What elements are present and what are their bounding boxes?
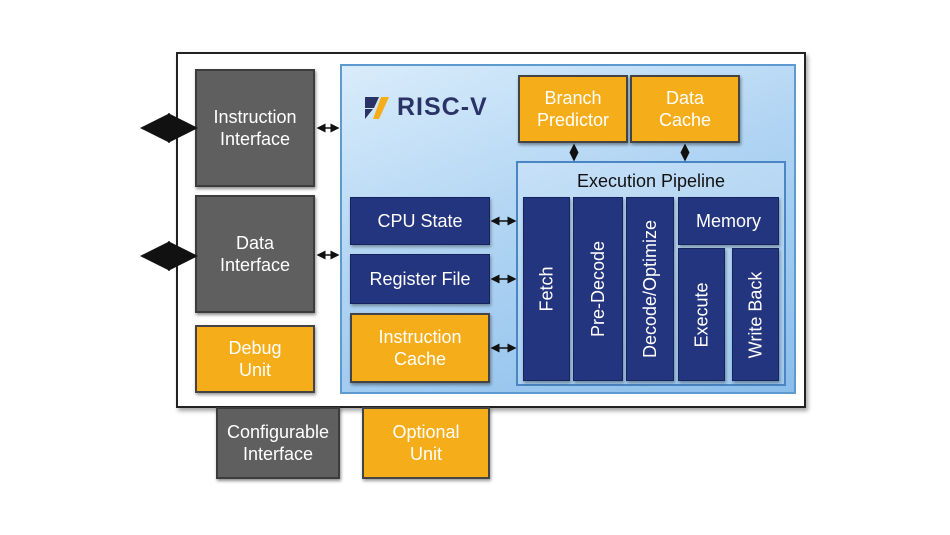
data-interface-block: Data Interface (195, 195, 315, 313)
data-cache-line2: Cache (658, 110, 712, 130)
branch-predictor-line1: Branch (544, 88, 602, 108)
data-cache-line1: Data (665, 88, 705, 108)
pre-decode-stage: Pre-Decode (573, 197, 623, 381)
risc-v-logo-text: RISC-V (397, 92, 488, 121)
cpu-state-block: CPU State (350, 197, 490, 245)
decode-optimize-stage: Decode/Optimize (626, 197, 674, 381)
debug-unit-line1: Debug (228, 338, 282, 358)
debug-unit-block: Debug Unit (195, 325, 315, 393)
branch-predictor-line2: Predictor (536, 110, 610, 130)
legend-configurable-interface: Configurable Interface (216, 407, 340, 479)
execute-stage: Execute (678, 248, 725, 381)
branch-predictor-block: Branch Predictor (518, 75, 628, 143)
execution-pipeline-title: Execution Pipeline (576, 170, 726, 191)
instruction-interface-block: Instruction Interface (195, 69, 315, 187)
instruction-interface-line1: Instruction (213, 107, 297, 127)
fetch-stage: Fetch (523, 197, 570, 381)
legend-configurable-line2: Interface (242, 444, 314, 464)
risc-v-logo-icon (365, 97, 389, 119)
debug-unit-line2: Unit (238, 360, 271, 380)
data-interface-line1: Data (235, 233, 274, 253)
write-back-stage: Write Back (732, 248, 779, 381)
legend-configurable-line1: Configurable (226, 422, 330, 442)
instruction-cache-block: Instruction Cache (350, 313, 490, 383)
risc-v-logo: RISC-V (365, 92, 488, 122)
instruction-cache-line1: Instruction (378, 327, 462, 347)
legend-optional-line1: Optional (392, 422, 460, 442)
instruction-cache-line2: Cache (393, 349, 446, 369)
instruction-interface-line2: Interface (219, 129, 291, 149)
memory-stage: Memory (678, 197, 779, 245)
legend-optional-unit: Optional Unit (362, 407, 490, 479)
data-cache-block: Data Cache (630, 75, 740, 143)
register-file-block: Register File (350, 254, 490, 304)
legend-optional-line2: Unit (409, 444, 442, 464)
data-interface-line2: Interface (219, 255, 291, 275)
